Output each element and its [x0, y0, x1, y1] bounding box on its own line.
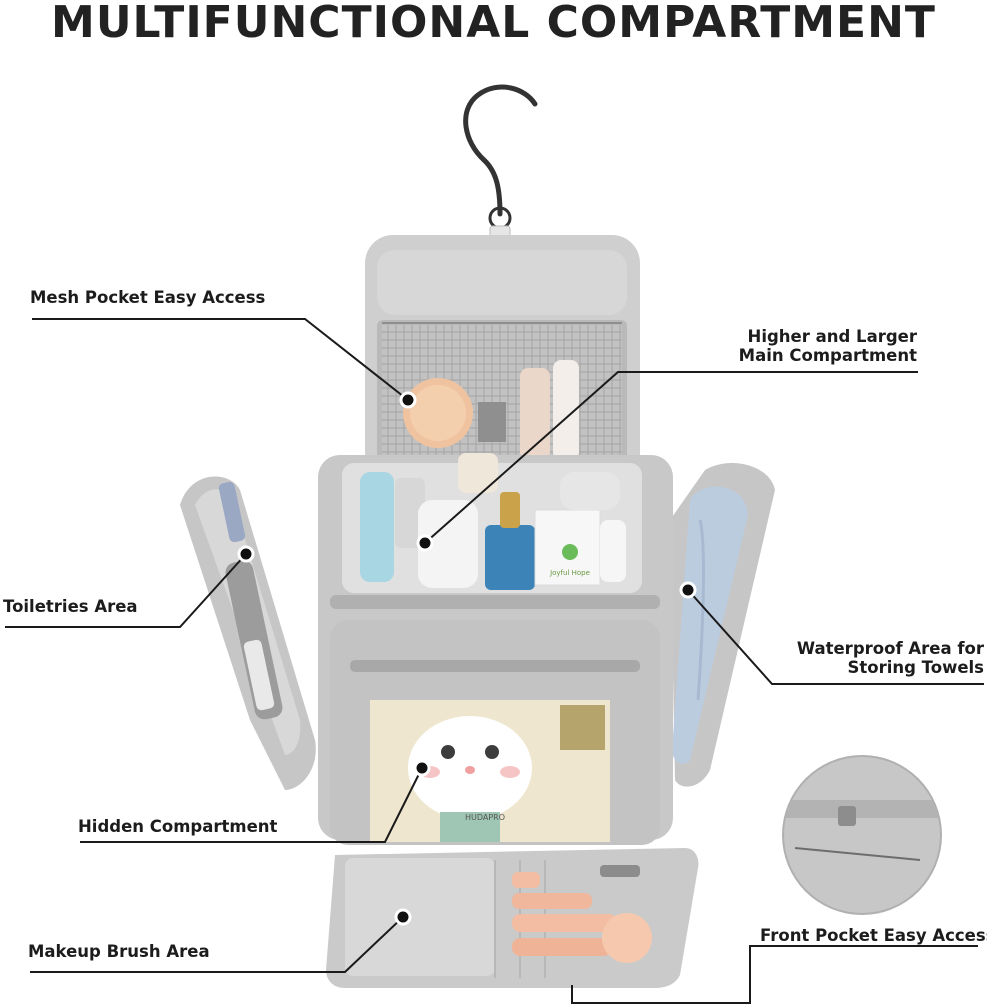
callout-lines — [5, 318, 984, 1004]
label-hidden-compartment: Hidden Compartment — [78, 817, 278, 836]
towel-side-pocket — [670, 462, 775, 787]
front-pocket-inset — [782, 755, 942, 915]
label-main-compartment-line1: Higher and Larger — [747, 327, 917, 346]
label-waterproof-line1: Waterproof Area for — [796, 639, 984, 658]
pointer-dot-icon — [237, 391, 697, 926]
hanger-hook-icon — [463, 84, 538, 245]
label-waterproof: Waterproof Area for Storing Towels — [797, 639, 984, 677]
hidden-compartment: HUDAPRO — [330, 620, 660, 845]
label-brush-area: Makeup Brush Area — [28, 942, 210, 961]
makeup-brush-area — [326, 848, 699, 988]
label-main-compartment: Higher and Larger Main Compartment — [739, 327, 917, 365]
label-waterproof-line2: Storing Towels — [847, 658, 984, 677]
label-mesh-pocket: Mesh Pocket Easy Access — [30, 288, 266, 307]
brand-mark: HUDAPRO — [465, 813, 505, 822]
label-main-compartment-line2: Main Compartment — [738, 346, 917, 365]
label-toiletries: Toiletries Area — [3, 597, 138, 616]
tag-text: Joyful Hope — [549, 569, 590, 577]
toiletries-side-pocket — [180, 476, 316, 790]
label-front-pocket: Front Pocket Easy Access — [760, 926, 987, 945]
page-title: MULTIFUNCTIONAL COMPARTMENT — [51, 0, 936, 48]
mesh-pocket-flap — [365, 235, 640, 480]
